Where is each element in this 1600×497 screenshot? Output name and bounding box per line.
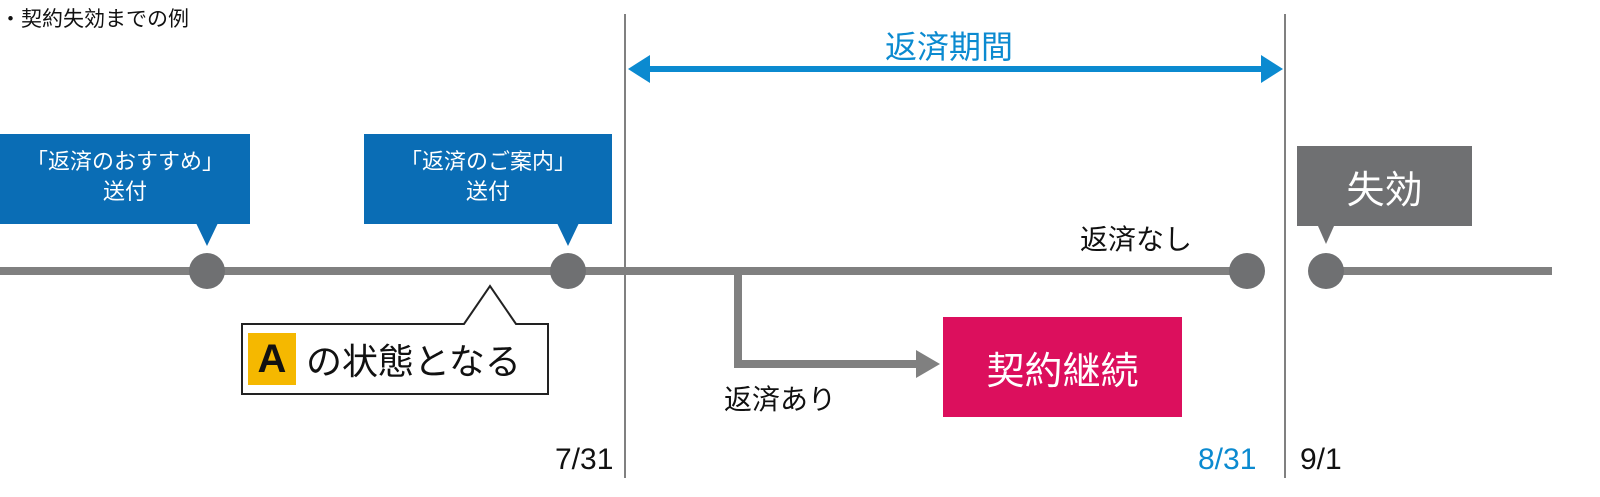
lapse-box: 失効 (1297, 146, 1472, 226)
date-label-0901: 9/1 (1300, 443, 1342, 476)
timeline-dot-1 (189, 253, 225, 289)
timeline-dot-4 (1308, 253, 1344, 289)
repayment-label: 返済あり (724, 383, 837, 416)
period-double-arrow (628, 55, 1283, 83)
date-label-0831: 8/31 (1198, 443, 1257, 476)
timeline-dot-2 (550, 253, 586, 289)
repayment-branch-arrow (734, 271, 940, 378)
state-speech-bubble (241, 284, 549, 395)
state-a-badge: A (248, 333, 296, 385)
state-description: の状態となる (306, 342, 521, 383)
callout-2-line-1: 「返済のご案内」 (399, 150, 576, 175)
date-label-0731: 7/31 (555, 443, 614, 476)
no-repayment-label: 返済なし (1080, 223, 1193, 256)
callout-1-line-1: 「返済のおすすめ」 (25, 150, 224, 175)
repayment-period-label: 返済期間 (885, 28, 1014, 66)
callout-recommendation-sent: 「返済のおすすめ」 送付 (0, 134, 250, 224)
callout-2-line-2: 送付 (465, 180, 510, 205)
callout-1-line-2: 送付 (102, 180, 147, 205)
callout-pointer-1 (196, 223, 218, 246)
contract-continue-box: 契約継続 (943, 317, 1182, 417)
callout-pointer-2 (557, 223, 579, 246)
callout-notice-sent: 「返済のご案内」 送付 (364, 134, 612, 224)
lapse-pointer (1318, 226, 1334, 244)
diagram-heading: ・契約失効までの例 (0, 7, 189, 31)
state-callout-text: A の状態となる (248, 330, 521, 388)
timeline-dot-3 (1229, 253, 1265, 289)
